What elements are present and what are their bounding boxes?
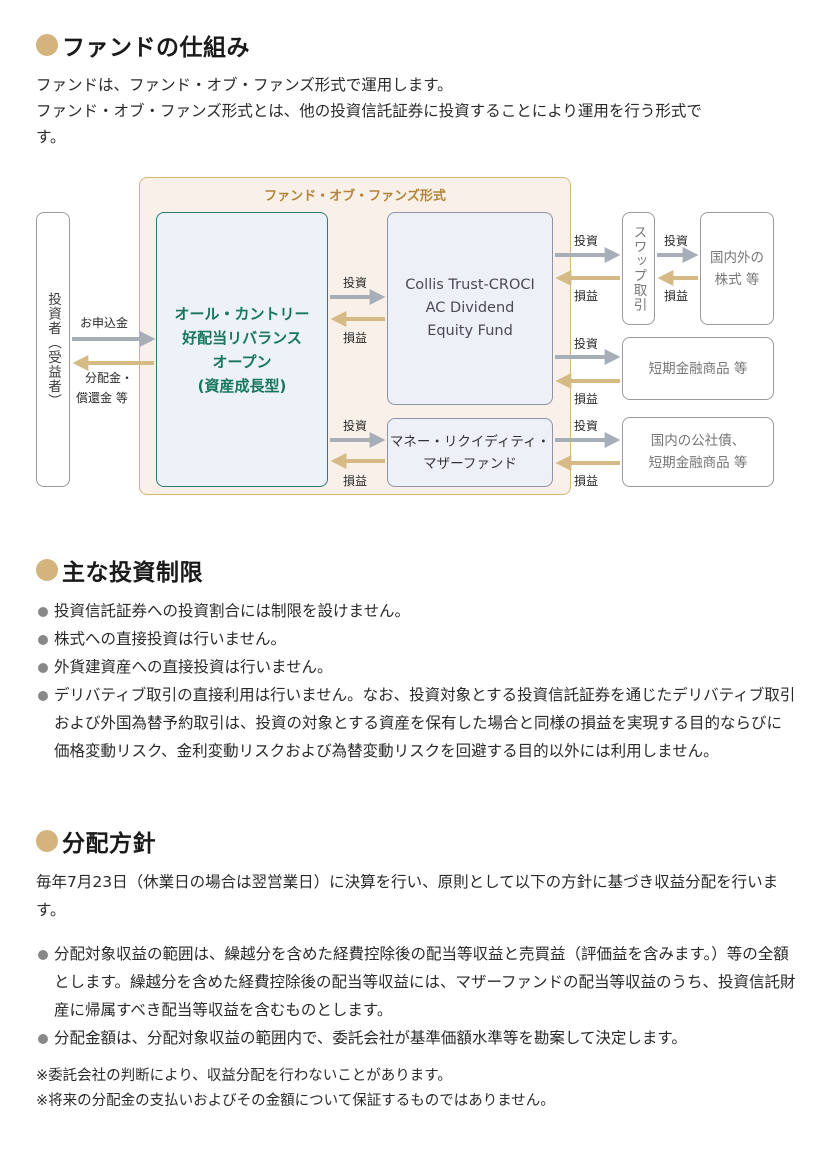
label-gainloss: 損益 [664,289,689,303]
label-distribution-1: 分配金・ [85,371,134,385]
list-item: 投資信託証券への投資割合には制限を設けません。 [36,597,796,625]
mother-fund-box: マネー・リクイディティ・ マザーファンド [387,418,553,487]
bullet-circle-icon [36,34,58,56]
list-item: 分配対象収益の範囲は、繰越分を含めた経費控除後の配当等収益と売買益（評価益を含み… [36,940,796,1024]
bullet-circle-icon [36,830,58,852]
note-2: ※将来の分配金の支払いおよびその金額について保証するものではありません。 [36,1093,555,1109]
main-fund-box: オール・カントリー 好配当リバランス オープン (資産成長型) [156,212,328,487]
label-invest: 投資 [574,419,599,433]
label-subscription: お申込金 [80,316,129,330]
target-money-market-box: 短期金融商品 等 [622,337,774,400]
label-gainloss: 損益 [343,474,368,488]
structure-description: ファンドは、ファンド・オブ・ファンズ形式で運用します。 ファンド・オブ・ファンズ… [36,76,702,146]
list-item: デリバティブ取引の直接利用は行いません。なお、投資対象とする投資信託証券を通じた… [36,681,796,765]
swap-box: スワップ取引 [622,212,655,325]
note-1: ※委託会社の判断により、収益分配を行わないことがあります。 [36,1068,452,1084]
investor-box: 投資者（受益者） [36,212,70,487]
frame-title: ファンド・オブ・ファンズ形式 [264,189,446,204]
label-gainloss: 損益 [574,289,599,303]
flow-arrows [72,247,699,471]
croci-fund-box: Collis Trust-CROCI AC Dividend Equity Fu… [387,212,553,405]
list-item: 分配金額は、分配対象収益の範囲内で、委託会社が基準価額水準等を勘案して決定します… [36,1024,796,1052]
list-item: 外貨建資産への直接投資は行いません。 [36,653,796,681]
distribution-intro: 毎年7月23日（休業日の場合は翌営業日）に決算を行い、原則として以下の方針に基づ… [36,873,779,919]
section-heading-distribution-policy: 分配方針 [36,824,156,858]
label-invest: 投資 [574,234,599,248]
label-distribution-2: 償還金 等 [76,391,128,405]
restrictions-list: 投資信託証券への投資割合には制限を設けません。 株式への直接投資は行いません。 … [36,597,796,765]
target-bonds-box: 国内の公社債、 短期金融商品 等 [622,417,774,487]
bullet-circle-icon [36,559,58,581]
list-item: 株式への直接投資は行いません。 [36,625,796,653]
section-heading-structure: ファンドの仕組み [36,28,250,62]
label-invest: 投資 [343,419,368,433]
label-invest: 投資 [664,234,689,248]
label-invest: 投資 [343,276,368,290]
distribution-list: 分配対象収益の範囲は、繰越分を含めた経費控除後の配当等収益と売買益（評価益を含み… [36,940,796,1052]
section-heading-restrictions: 主な投資制限 [36,553,203,587]
label-gainloss: 損益 [574,392,599,406]
label-gainloss: 損益 [343,331,368,345]
label-gainloss: 損益 [574,474,599,488]
label-invest: 投資 [574,337,599,351]
target-equities-box: 国内外の 株式 等 [700,212,774,325]
